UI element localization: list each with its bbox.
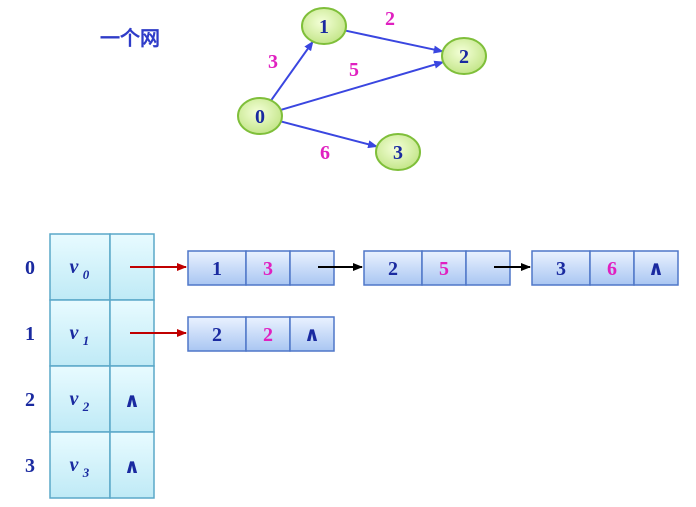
edge-node-0-2-weight-cell [589, 250, 635, 286]
vertex-label-0: 0 [255, 106, 265, 128]
edge-1-2 [345, 29, 444, 54]
edge-node-0-2-next: ∧ [648, 258, 664, 280]
edge-weight-0-1: 3 [268, 51, 278, 73]
edge-node-1-0-weight: 2 [263, 324, 273, 346]
edge-weight-0-2: 5 [349, 59, 359, 81]
edge-node-0-1-adjvex: 2 [388, 258, 398, 280]
vertex-subscript-1: 1 [83, 333, 90, 348]
vertex-1 [301, 7, 347, 45]
vertex-name-2: v [70, 388, 80, 410]
vertex-cell-2 [49, 365, 111, 433]
vertex-3 [375, 133, 421, 171]
vertices-layer: 0 1 2 3 [237, 7, 487, 171]
row-index-3: 3 [25, 455, 35, 477]
vertex-label-2: 2 [459, 46, 469, 68]
edge-node-0-0-adjvex: 1 [212, 258, 222, 280]
edge-node-0-1-weight: 5 [439, 258, 449, 280]
edge-weight-0-3: 6 [320, 142, 330, 164]
vertex-name-3: v [70, 454, 80, 476]
edge-node-0-2-adjvex: 3 [556, 258, 566, 280]
vertex-label-1: 1 [319, 16, 329, 38]
edge-node-0-0-weight: 3 [263, 258, 273, 280]
head-null-3: ∧ [124, 456, 140, 478]
row-index-1: 1 [25, 323, 35, 345]
head-pointer-cell-3 [109, 431, 155, 499]
vertex-0 [237, 97, 283, 135]
vertex-subscript-0: 0 [83, 267, 90, 282]
vertex-label-3: 3 [393, 142, 403, 164]
edge-0-2 [280, 60, 445, 111]
vertex-2 [441, 37, 487, 75]
edge-node-0-1-adjvex-cell [363, 250, 423, 286]
edge-node-1-0-adjvex: 2 [212, 324, 222, 346]
edges-layer: 3 2 5 6 [268, 8, 445, 164]
edge-node-0-2-next-cell [633, 250, 679, 286]
edge-node-0-2-adjvex-cell [531, 250, 591, 286]
edge-node-1-0-next-cell [289, 316, 335, 352]
edge-weight-1-2: 2 [385, 8, 395, 30]
vertex-cell-0 [49, 233, 111, 301]
edge-node-1-0-weight-cell [245, 316, 291, 352]
row-index-0: 0 [25, 257, 35, 279]
edge-0-3 [280, 120, 379, 149]
vertex-subscript-3: 3 [82, 465, 90, 480]
network-graph: 3 2 5 6 0 1 2 3 [237, 7, 487, 171]
edge-node-1-0-next: ∧ [304, 324, 320, 346]
vertex-subscript-2: 2 [82, 399, 90, 414]
vertex-cell-3 [49, 431, 111, 499]
edge-node-0-1-weight-cell [421, 250, 467, 286]
vertex-name-1: v [70, 322, 80, 344]
vertex-cell-1 [49, 299, 111, 367]
diagram-title: 一个网 [100, 26, 160, 50]
vertex-name-0: v [70, 256, 80, 278]
head-null-2: ∧ [124, 390, 140, 412]
row-index-2: 2 [25, 389, 35, 411]
edge-node-0-2-weight: 6 [607, 258, 617, 280]
edge-0-1 [270, 40, 314, 102]
